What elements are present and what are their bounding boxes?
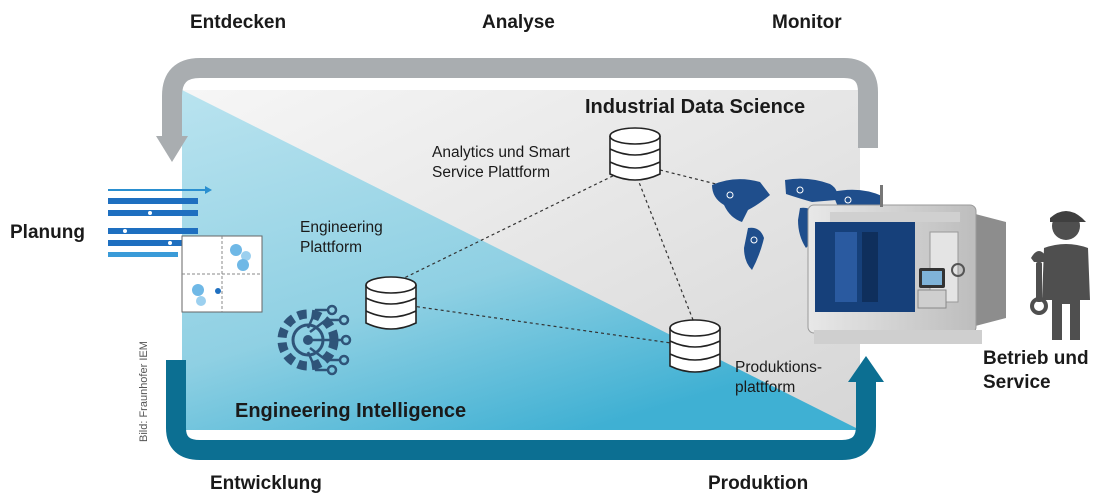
- phase-produktion: Produktion: [708, 473, 809, 494]
- planning-timeline-icon: [108, 186, 212, 257]
- analytics-database-icon: [609, 127, 661, 181]
- gray-cycle-arrow: [162, 58, 878, 148]
- production-platform-label-line1: Produktions-: [735, 359, 823, 376]
- engineering-database-icon: [365, 276, 417, 330]
- planning-label: Planung: [10, 222, 85, 243]
- data-science-title: Industrial Data Science: [585, 96, 806, 118]
- analytics-platform-label-line2: Service Plattform: [432, 164, 551, 181]
- production-database-icon: [669, 319, 721, 373]
- wrench-icon: [1030, 251, 1048, 315]
- blue-arrow-head: [848, 356, 884, 382]
- blue-cycle-arrow: [166, 360, 876, 460]
- phase-entdecken: Entdecken: [190, 12, 287, 33]
- gear-circuit-icon: [277, 304, 352, 376]
- operation-label-line2: Service: [983, 372, 1051, 393]
- phase-analyse: Analyse: [482, 12, 555, 33]
- engineering-intelligence-title: Engineering Intelligence: [235, 400, 467, 422]
- production-platform-label-line2: plattform: [735, 379, 796, 396]
- analytics-platform-label-line1: Analytics und Smart: [432, 144, 570, 161]
- image-credit: Bild: Fraunhofer IEM: [138, 341, 150, 442]
- phase-monitor: Monitor: [772, 12, 842, 33]
- scatter-chart-icon: [181, 235, 263, 313]
- operation-label-line1: Betrieb und: [983, 348, 1089, 369]
- engineering-platform-label-line2: Plattform: [300, 239, 363, 256]
- machine-tool-icon: [807, 185, 1006, 344]
- worker-icon: [1042, 211, 1090, 340]
- engineering-platform-label-line1: Engineering: [300, 219, 383, 236]
- phase-entwicklung: Entwicklung: [210, 473, 322, 494]
- gray-arrow-head: [156, 136, 188, 162]
